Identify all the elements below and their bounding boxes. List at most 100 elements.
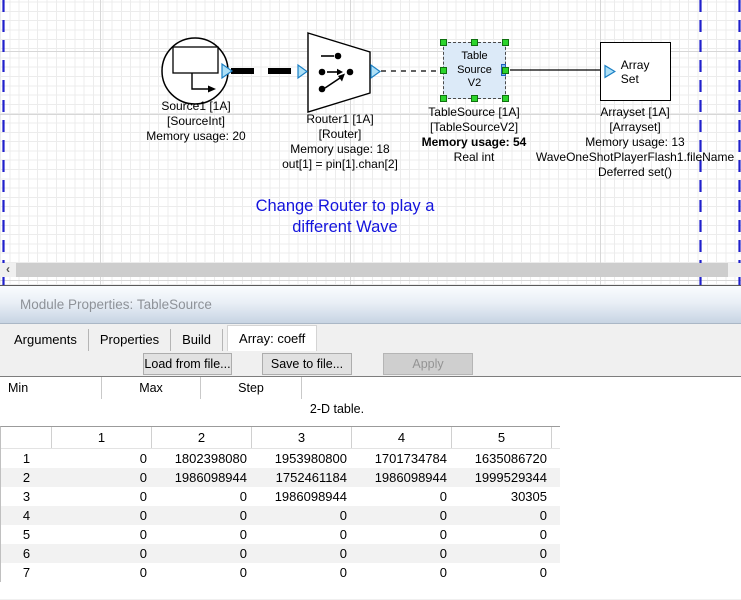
column-header: 1: [52, 427, 152, 448]
scrollbar-thumb[interactable]: [16, 263, 728, 277]
tab-build[interactable]: Build: [171, 329, 223, 351]
caption-line: Memory usage: 13: [480, 135, 741, 150]
table-row: 4 0 0 0 0 0: [1, 506, 560, 525]
row-header: 6: [1, 544, 52, 563]
tab-properties[interactable]: Properties: [89, 329, 171, 351]
table-cell[interactable]: 0: [452, 525, 552, 544]
selection-handle[interactable]: [440, 39, 447, 46]
table-cell[interactable]: 0: [352, 506, 452, 525]
table-cell[interactable]: 1953980800: [252, 449, 352, 468]
block-caption-arrayset: Arrayset [1A] [Arrayset] Memory usage: 1…: [480, 105, 741, 180]
row-header: 4: [1, 506, 52, 525]
block-body-text: Array Set: [621, 58, 670, 86]
apply-button[interactable]: Apply: [383, 353, 473, 375]
table-caption: 2-D table.: [0, 399, 674, 419]
table-cell[interactable]: 0: [352, 487, 452, 506]
table-cell[interactable]: 0: [252, 506, 352, 525]
table-cell[interactable]: 0: [352, 563, 452, 582]
table-row: 6 0 0 0 0 0: [1, 544, 560, 563]
table-cell[interactable]: 0: [352, 525, 452, 544]
annotation-text[interactable]: Change Router to play a different Wave: [210, 196, 480, 238]
table-row: 3 0 0 1986098944 0 30305: [1, 487, 560, 506]
table-cell[interactable]: 0: [452, 506, 552, 525]
table-cell[interactable]: 0: [52, 487, 152, 506]
caption-line: Memory usage: 20: [116, 129, 276, 144]
tab-array-coeff[interactable]: Array: coeff: [227, 325, 317, 351]
table-cell[interactable]: 1999529344: [452, 468, 552, 487]
array-tab-content: Min Max Step 2-D table. 1 2 3 4 5 1 0 18…: [0, 377, 741, 599]
table-cell[interactable]: 0: [152, 506, 252, 525]
input-pin-icon: [604, 64, 617, 79]
table-cell[interactable]: 0: [152, 563, 252, 582]
table-cell[interactable]: 0: [52, 563, 152, 582]
row-header: 7: [1, 563, 52, 582]
block-tablesource[interactable]: Table Source V2: [443, 42, 506, 99]
table-cell[interactable]: 0: [52, 468, 152, 487]
column-header: 3: [252, 427, 352, 448]
table-cell[interactable]: 1701734784: [352, 449, 452, 468]
table-cell[interactable]: 0: [52, 544, 152, 563]
table-cell[interactable]: 0: [252, 525, 352, 544]
table-row: 1 0 1802398080 1953980800 1701734784 163…: [1, 449, 560, 468]
row-header: 5: [1, 525, 52, 544]
field-header-row: Min Max Step: [0, 377, 741, 399]
table-cell[interactable]: 1986098944: [152, 468, 252, 487]
selection-handle[interactable]: [440, 67, 447, 74]
scroll-left-icon[interactable]: ‹: [0, 263, 16, 277]
router-dot-icon: [347, 69, 354, 76]
load-from-file-button[interactable]: Load from file...: [143, 353, 232, 375]
horizontal-scrollbar[interactable]: ‹: [0, 263, 741, 277]
min-column-header: Min: [0, 377, 102, 399]
block-body-text: V2: [444, 77, 505, 91]
table-cell[interactable]: 1635086720: [452, 449, 552, 468]
block-caption-source1: Source1 [1A] [SourceInt] Memory usage: 2…: [116, 99, 276, 144]
selection-handle[interactable]: [502, 39, 509, 46]
block-body-text: Table: [444, 50, 505, 64]
selection-handle[interactable]: [471, 39, 478, 46]
table-cell[interactable]: 1986098944: [252, 487, 352, 506]
selection-handle[interactable]: [440, 95, 447, 102]
save-to-file-button[interactable]: Save to file...: [262, 353, 352, 375]
source-register-icon: [173, 47, 218, 73]
caption-line: Deferred set(): [480, 165, 741, 180]
tab-arguments[interactable]: Arguments: [3, 329, 89, 351]
table-row: 5 0 0 0 0 0: [1, 525, 560, 544]
table-cell[interactable]: 0: [452, 544, 552, 563]
column-header: 5: [452, 427, 552, 448]
block-router1[interactable]: [297, 26, 385, 118]
table-cell[interactable]: 0: [152, 544, 252, 563]
table-cell[interactable]: 0: [52, 449, 152, 468]
router-dot-icon: [335, 53, 342, 60]
table-cell[interactable]: 0: [352, 544, 452, 563]
table-cell[interactable]: 0: [252, 544, 352, 563]
table-cell[interactable]: 1986098944: [352, 468, 452, 487]
caption-line: [Arrayset]: [480, 120, 741, 135]
annotation-line: different Wave: [210, 217, 480, 238]
row-header: 3: [1, 487, 52, 506]
table-cell[interactable]: 1752461184: [252, 468, 352, 487]
selection-handle[interactable]: [502, 67, 509, 74]
row-header: 2: [1, 468, 52, 487]
caption-line: Arrayset [1A]: [480, 105, 741, 120]
input-pin-icon[interactable]: [298, 65, 307, 78]
output-pin-icon[interactable]: [371, 65, 380, 78]
table-cell[interactable]: 0: [52, 506, 152, 525]
table-cell[interactable]: 0: [452, 563, 552, 582]
diagram-canvas[interactable]: Table Source V2 Array Set Source1 [1A] […: [0, 0, 741, 263]
step-column-header: Step: [201, 377, 302, 399]
table-cell[interactable]: 1802398080: [152, 449, 252, 468]
table-cell[interactable]: 0: [52, 525, 152, 544]
table-row: 2 0 1986098944 1752461184 1986098944 199…: [1, 468, 560, 487]
corner-header-cell: [1, 427, 52, 448]
caption-line: [SourceInt]: [116, 114, 276, 129]
table-header-row: 1 2 3 4 5: [1, 427, 560, 449]
selection-handle[interactable]: [471, 95, 478, 102]
block-arrayset[interactable]: Array Set: [600, 42, 671, 101]
table-cell[interactable]: 0: [152, 525, 252, 544]
table-cell[interactable]: 0: [252, 563, 352, 582]
table-cell[interactable]: 0: [152, 487, 252, 506]
table-cell[interactable]: 30305: [452, 487, 552, 506]
block-source1[interactable]: [160, 36, 236, 106]
annotation-line: Change Router to play a: [210, 196, 480, 217]
selection-handle[interactable]: [502, 95, 509, 102]
